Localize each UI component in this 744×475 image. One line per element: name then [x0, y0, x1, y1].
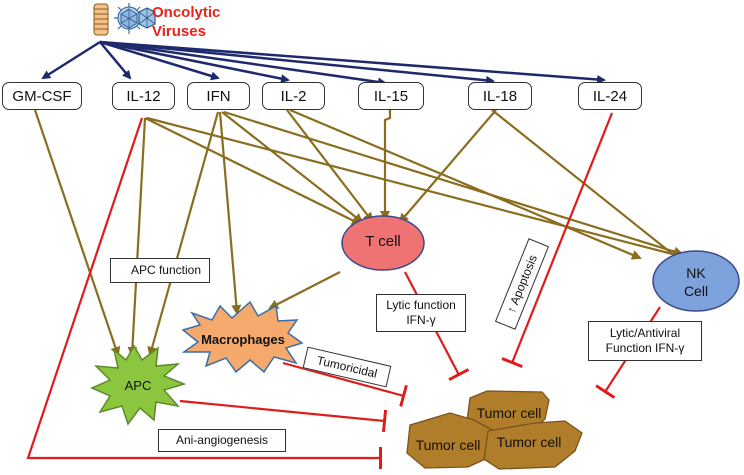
cytokine-il-24: IL-24 [578, 82, 642, 110]
arrow-ifn-macrophages [218, 111, 242, 315]
cytokine-il-2: IL-2 [262, 82, 325, 110]
cytokine-il-15: IL-15 [358, 82, 424, 110]
arrow-ifn-nk [223, 110, 684, 257]
arrow-virus-ifn [99, 40, 220, 81]
cytokine-gm-csf: GM-CSF [2, 82, 82, 110]
arrow-virus-il18 [99, 40, 495, 85]
arrow-virus-il2 [99, 40, 290, 84]
nk-cell-label-line-2: Cell [683, 283, 709, 299]
inhibit-macrophages-tumor [282, 361, 408, 407]
apc-function-text: APC function [130, 263, 202, 277]
icosahedral-virus-icon [138, 7, 156, 29]
lytic-function-line-2: IFN-γ [406, 313, 436, 327]
nk-function-line-1: Lytic/Antiviral [609, 326, 681, 340]
arrow-virus-il24 [99, 40, 606, 84]
virus-particles-icon [93, 3, 156, 36]
tumor-cell-cluster [406, 390, 583, 470]
nk-cell-label-line-1: NK [686, 265, 706, 281]
t-cell-shape [341, 215, 425, 271]
arrow-il12-apc [127, 117, 147, 357]
arrow-ifn-tcell [221, 111, 364, 224]
cytokine-ifn: IFN [187, 82, 250, 110]
arrow-il18-nk [491, 109, 682, 262]
nk-cell-label: NK Cell [653, 264, 739, 300]
arrow-virus-gmcsf [41, 40, 101, 80]
arrow-il12-nk [146, 116, 682, 259]
apc-function-box: APC function [110, 258, 210, 283]
tumor-cell-label-1: Tumor cell [476, 405, 542, 421]
arrow-ifn-apc [147, 111, 220, 357]
tumor-cell-shape-3 [483, 420, 583, 470]
arrow-virus-il12 [99, 41, 132, 80]
title-line-1: Oncolytic [152, 4, 221, 21]
t-cell-label: T cell [365, 233, 401, 250]
arrow-il12-tcell [144, 117, 362, 225]
stimulation-arrows [33, 108, 684, 357]
arrow-il2-nk [289, 108, 642, 260]
lytic-function-line-1: Lytic function [386, 298, 456, 312]
apc-shape [90, 344, 187, 426]
arrow-il18-tcell [398, 109, 497, 224]
arrow-tcell-macrophages [268, 271, 341, 309]
arrow-virus-il15 [99, 40, 387, 87]
inhibit-il12-angiogenesis [26, 117, 382, 469]
inhibit-apc-tumor [179, 399, 388, 433]
macrophages-shape [181, 300, 304, 374]
inhibition-lines [26, 112, 661, 469]
tumor-cell-label-3: Tumor cell [496, 434, 562, 450]
arrow-gmcsf-apc [33, 109, 121, 357]
oncolytic-viruses-title: Oncolytic Viruses [152, 3, 220, 41]
rod-virus-icon [93, 3, 109, 36]
virus-to-cytokine-arrows [41, 40, 606, 87]
nk-function-box: Lytic/Antiviral Function IFN-γ [588, 321, 702, 361]
macrophages-label: Macrophages [201, 332, 285, 347]
tumor-cell-label-2: Tumor cell [415, 437, 481, 453]
cytokine-il-18: IL-18 [468, 82, 532, 110]
inhibit-il24-tumor [501, 112, 614, 369]
apc-label: APC [124, 378, 152, 393]
angiogenesis-box: Ani-angiogenesis [158, 429, 286, 452]
nk-cell-shape [652, 250, 740, 312]
nk-function-line-2: Function IFN-γ [605, 341, 685, 355]
title-line-2: Viruses [152, 23, 206, 40]
cytokine-il-12: IL-12 [112, 82, 175, 110]
spiked-virus-icon [114, 3, 144, 34]
arrow-il15-tcell [380, 110, 392, 221]
lytic-function-box: Lytic function IFN-γ [376, 294, 466, 332]
